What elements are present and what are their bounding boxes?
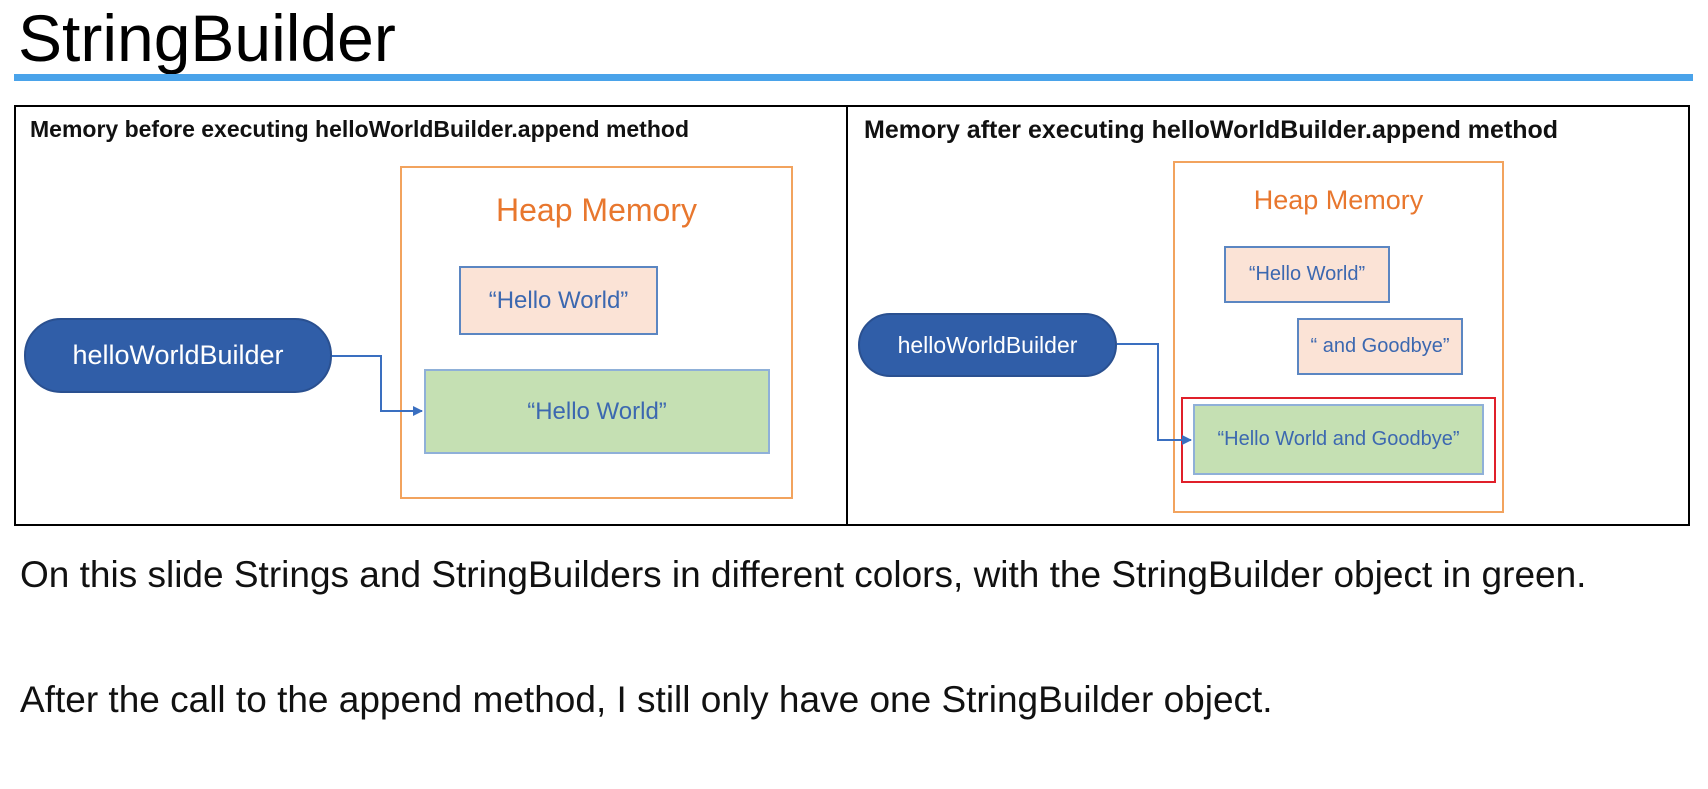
panel-divider: [846, 105, 848, 526]
after-panel-heading: Memory after executing helloWorldBuilder…: [864, 116, 1559, 144]
memory-diagram-frame: [14, 105, 1690, 526]
slide-title: StringBuilder: [18, 1, 396, 75]
slide-paragraph-2: After the call to the append method, I s…: [20, 679, 1273, 720]
before-heap-memory-label: Heap Memory: [496, 192, 697, 228]
before-stringbuilder-object: “Hello World”: [424, 369, 770, 454]
after-helloworldbuilder-reference: helloWorldBuilder: [858, 313, 1117, 377]
after-heap-memory-label: Heap Memory: [1253, 185, 1424, 215]
after-reference-arrow: [1117, 343, 1192, 445]
before-string-object: “Hello World”: [459, 266, 658, 335]
title-underline: [14, 74, 1693, 81]
after-string-object-hello-world: “Hello World”: [1224, 246, 1390, 303]
before-reference-arrow: [332, 355, 423, 416]
before-helloworldbuilder-reference: helloWorldBuilder: [24, 318, 332, 393]
before-panel-heading: Memory before executing helloWorldBuilde…: [30, 116, 689, 142]
after-stringbuilder-object: “Hello World and Goodbye”: [1193, 404, 1484, 475]
after-string-object-and-goodbye: “ and Goodbye”: [1297, 318, 1463, 375]
slide-paragraph-1: On this slide Strings and StringBuilders…: [20, 554, 1587, 595]
